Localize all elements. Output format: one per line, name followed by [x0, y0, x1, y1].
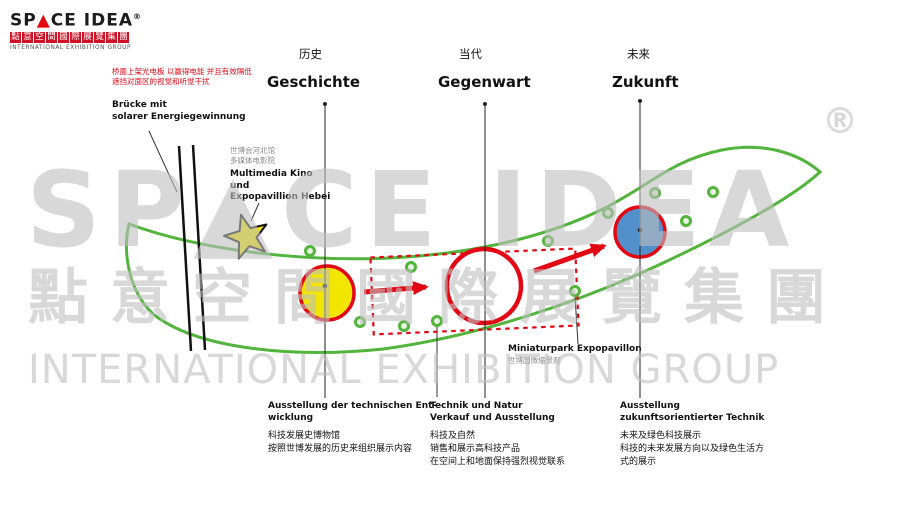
column-history-de-label: Geschichte	[267, 73, 361, 91]
footnote-future-de2: zukunftsorientierter Technik	[620, 412, 765, 423]
tree-dot	[707, 186, 719, 198]
arrow-history-to-present	[363, 281, 429, 296]
footnote-present-cn2: 销售和展示高科技产品	[430, 444, 521, 454]
logo-cjk-strip: 點意空間國際展覽集團	[10, 31, 142, 43]
tree-dot	[680, 215, 692, 227]
present-circle	[444, 246, 524, 326]
pavilion-de-line2: und	[230, 180, 250, 191]
footnote-present-de1: Technik und Natur	[430, 401, 523, 411]
logo-subtitle: INTERNATIONAL EXHIBITION GROUP	[10, 44, 132, 51]
footnote-present-de2: Verkauf und Ausstellung	[430, 412, 555, 423]
bridge-leader-line	[148, 130, 178, 193]
footnote-future: Ausstellung zukunftsorientierter Technik…	[620, 401, 764, 469]
tree-dot	[304, 245, 316, 257]
pavilion-leader-line	[250, 202, 260, 222]
tree-dot	[354, 316, 366, 328]
future-circle-node-dot	[637, 227, 643, 233]
logo-cjk-char: 間	[46, 31, 57, 43]
pavilion-de-line1: Multimedia Kino	[230, 169, 313, 179]
company-logo: SP▲CE IDEA® 點意空間國際展覽集團 INTERNATIONAL EXH…	[10, 8, 142, 51]
footnote-history: Ausstellung der technischen Ent- wicklun…	[268, 401, 436, 456]
footnote-future-de1: Ausstellung	[620, 401, 680, 411]
footnote-history-de1: Ausstellung der technischen Ent-	[268, 401, 437, 411]
logo-cjk-char: 展	[82, 31, 93, 43]
tree-dot	[405, 261, 417, 273]
tree-dot	[569, 285, 581, 297]
logo-cjk-char: 集	[106, 31, 117, 43]
pavilion-cn-line1: 世博会河北馆	[230, 146, 275, 155]
footnote-history-de2: wicklung	[268, 412, 314, 423]
tree-dot	[431, 315, 443, 327]
bridge-annotation: 桥面上架光电板 以赢得电能 并且有效隔低 遮挡对面区的视觉和听觉干扰 Brück…	[112, 67, 252, 123]
bridge-cn-line2: 遮挡对面区的视觉和听觉干扰	[112, 76, 210, 86]
logo-triangle-icon: ▲	[36, 10, 51, 31]
logo-registered-mark: ®	[133, 12, 142, 21]
footnote-present: Technik und Natur Verkauf und Ausstellun…	[430, 401, 565, 469]
column-future-de-label: Zukunft	[612, 73, 679, 91]
column-future-cn-label: 未来	[627, 47, 650, 61]
footnote-future-cn1: 未来及绿色科技展示	[620, 431, 702, 441]
tree-dot	[398, 320, 410, 332]
footnote-present-cn3: 在空间上和地面保持强烈视觉联系	[430, 457, 566, 467]
logo-wordmark: SP▲CE IDEA®	[10, 8, 142, 30]
miniaturpark-cn-label: 世博园微缩景观	[508, 355, 561, 365]
history-line-top-dot	[323, 102, 327, 106]
bridge-cn-line1: 桥面上架光电板 以赢得电能 并且有效隔低	[112, 67, 252, 76]
history-circle-node-dot	[322, 283, 328, 289]
miniaturpark-annotation: Miniaturpark Expopavillon 世博园微缩景观	[508, 344, 642, 365]
pavilion-cn-line2: 多媒体电影院	[230, 155, 275, 165]
star-marker	[223, 213, 268, 260]
footnote-future-cn2: 科技的未来发展方向以及绿色生活方	[620, 444, 765, 454]
logo-cjk-char: 國	[58, 31, 69, 43]
bridge-de-line1: Brücke mit	[112, 100, 167, 110]
pavilion-de-line3: Expopavillion Hebei	[230, 192, 331, 202]
footnote-future-cn3: 式的展示	[620, 457, 657, 467]
column-present-de-label: Gegenwart	[438, 73, 531, 91]
future-line-top-dot	[638, 99, 642, 103]
logo-cjk-char: 空	[34, 31, 45, 43]
footnote-history-cn2: 按照世博发展的历史来组织展示内容	[268, 444, 413, 454]
footnote-present-cn1: 科技及自然	[430, 431, 476, 441]
bridge-line-2	[191, 144, 207, 351]
bridge-de-line2: solarer Energiegewinnung	[112, 111, 246, 122]
pavilion-annotation: 世博会河北馆 多媒体电影院 Multimedia Kino und Expopa…	[230, 146, 330, 204]
miniaturpark-leader-line	[574, 295, 579, 345]
logo-wordmark-post: CE IDEA	[50, 10, 133, 31]
footnote-history-cn1: 科技发展史博物馆	[268, 431, 341, 441]
tree-dot	[649, 187, 661, 199]
logo-wordmark-pre: SP	[10, 10, 37, 31]
history-circle	[298, 264, 356, 322]
arrow-present-to-future	[533, 243, 607, 274]
logo-cjk-char: 團	[118, 31, 129, 43]
tree-dot	[542, 235, 554, 247]
present-line-top-dot	[483, 102, 487, 106]
miniaturpark-de-label: Miniaturpark Expopavillon	[508, 344, 642, 354]
logo-cjk-char: 際	[70, 31, 81, 43]
logo-cjk-char: 點	[10, 31, 21, 43]
tree-dot	[602, 207, 614, 219]
column-history-cn-label: 历史	[299, 47, 322, 61]
logo-cjk-char: 覽	[94, 31, 105, 43]
column-present-cn-label: 当代	[459, 47, 482, 61]
bridge-line-1	[177, 145, 193, 352]
logo-cjk-char: 意	[22, 31, 33, 43]
